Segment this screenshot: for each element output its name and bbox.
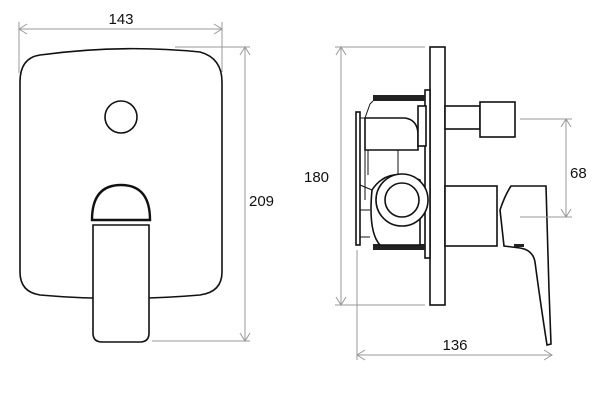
front-view xyxy=(19,47,223,343)
height-label: 209 xyxy=(249,193,274,210)
diverter-knob-side xyxy=(479,101,516,138)
lever-handle xyxy=(92,224,150,343)
dimension-68: 68 xyxy=(520,118,587,218)
wall-plate xyxy=(429,46,446,306)
lever-base xyxy=(90,183,152,222)
dimension-height: 209 xyxy=(152,46,274,342)
diverter-knob xyxy=(104,100,138,134)
back-plate xyxy=(355,111,361,246)
cover-plate xyxy=(19,47,223,300)
dimension-136: 136 xyxy=(356,250,553,361)
cartridge-inner xyxy=(384,182,420,218)
seal-top xyxy=(373,95,425,101)
lever-handle-side xyxy=(499,185,552,346)
width-label: 143 xyxy=(108,11,133,28)
dimension-180: 180 xyxy=(304,46,425,306)
valve-housing xyxy=(364,117,419,151)
lever-offset-label: 68 xyxy=(570,165,587,182)
dimension-width: 143 xyxy=(18,11,223,73)
side-height-label: 180 xyxy=(304,169,329,186)
side-view xyxy=(355,46,552,346)
diverter-stem xyxy=(444,105,481,130)
seal-bottom xyxy=(373,244,425,250)
lever-body-side xyxy=(444,185,498,247)
depth-label: 136 xyxy=(442,337,467,354)
